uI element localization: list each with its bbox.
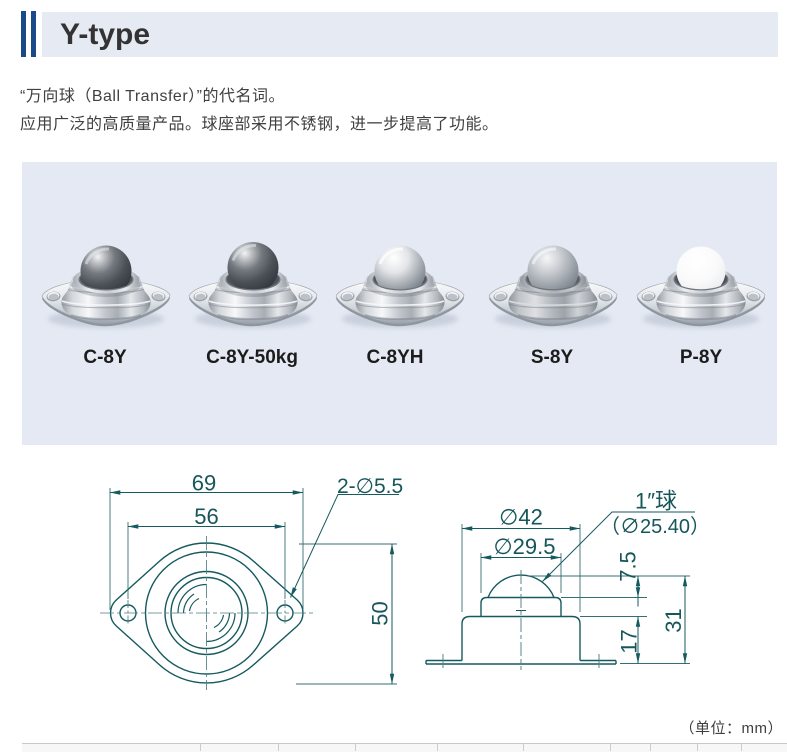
svg-text:31: 31	[661, 608, 686, 632]
svg-text:1″球: 1″球	[635, 489, 677, 514]
svg-text:∅42: ∅42	[499, 505, 543, 530]
svg-text:17: 17	[617, 629, 642, 653]
svg-text:56: 56	[194, 504, 218, 529]
svg-text:（∅25.40）: （∅25.40）	[600, 515, 710, 538]
svg-text:50: 50	[368, 601, 393, 625]
svg-text:2-∅5.5: 2-∅5.5	[337, 475, 403, 498]
svg-text:69: 69	[192, 471, 216, 496]
svg-text:7.5: 7.5	[616, 551, 641, 582]
svg-text:∅29.5: ∅29.5	[494, 534, 556, 559]
